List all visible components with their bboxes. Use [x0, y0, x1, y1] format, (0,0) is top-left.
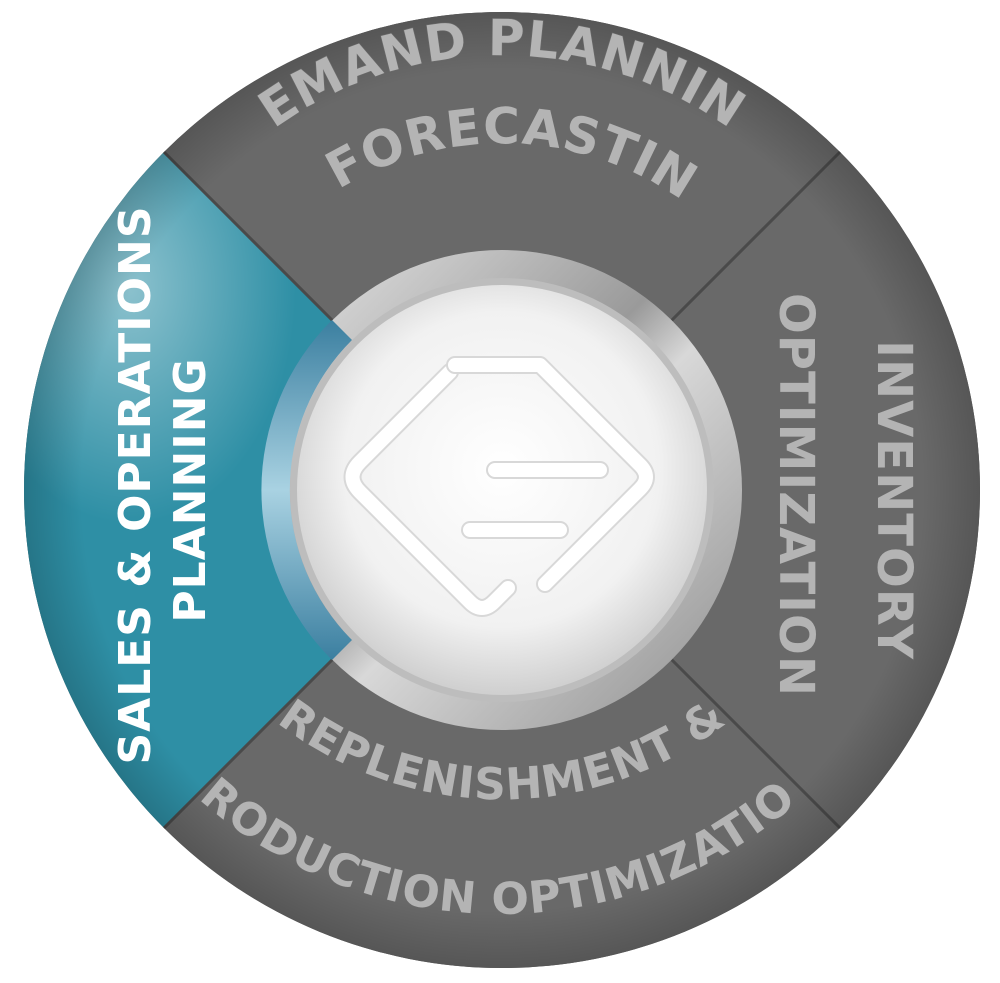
hub-bezel-teal-arc [261, 320, 352, 660]
sop-label-line-1: SALES & OPERATIONS [110, 205, 161, 764]
inventory-label-line-1: INVENTORY [866, 340, 922, 660]
inventory-label-line-2: OPTIMIZATION [768, 293, 824, 697]
hub-center [297, 285, 707, 695]
g-monogram-diamond-icon [343, 356, 655, 617]
sop-label-line-2: PLANNING [165, 357, 216, 622]
